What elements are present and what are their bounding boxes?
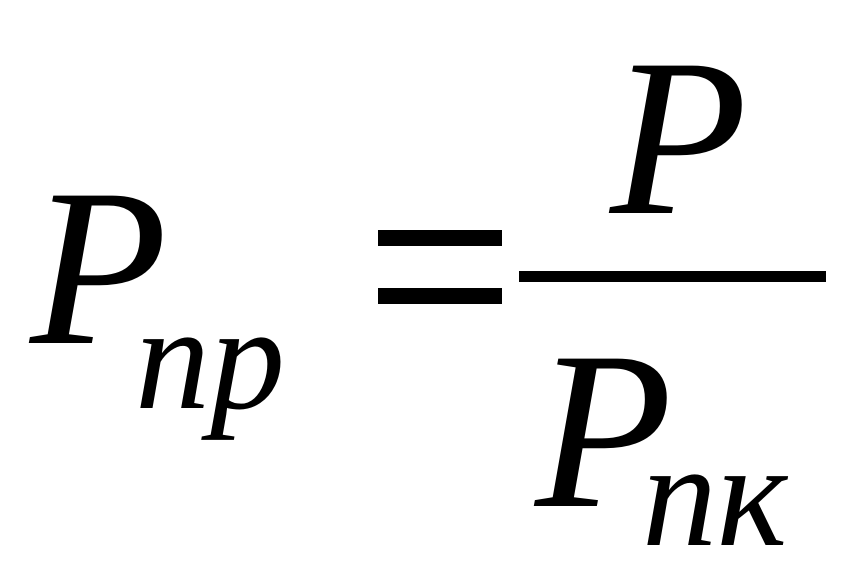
fraction-bar [519,271,826,282]
equals-bar-bottom [378,288,502,304]
numerator-symbol: P [610,12,748,262]
denominator-symbol: P [535,305,673,555]
equals-bar-top [378,230,502,246]
lhs-subscript: пр [135,275,285,441]
equals-sign [378,230,502,304]
lhs-symbol: P [30,142,168,392]
denominator-subscript: пк [642,412,788,578]
